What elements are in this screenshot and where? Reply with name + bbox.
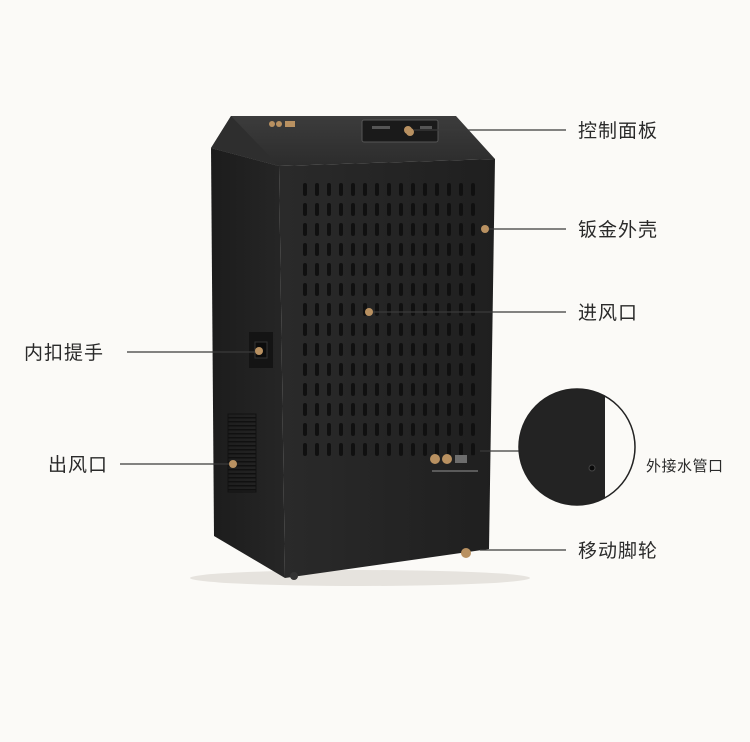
dot-control-panel	[406, 128, 414, 136]
floor-shadow	[190, 570, 530, 586]
top-slope-edge	[211, 116, 279, 166]
callout-lines	[120, 129, 566, 551]
label-inner-handle: 内扣提手	[24, 342, 105, 364]
dot-shell	[481, 225, 489, 233]
top-logo	[269, 121, 295, 127]
label-external-water-pipe: 外接水管口	[646, 457, 724, 475]
label-moving-casters: 移动脚轮	[578, 540, 659, 562]
air-outlet-grille	[227, 413, 257, 493]
caster-front-left	[290, 572, 298, 580]
dot-air-inlet	[365, 308, 373, 316]
water-pipe-zoom	[518, 388, 636, 506]
dot-outlet	[229, 460, 237, 468]
label-control-panel: 控制面板	[578, 120, 659, 142]
caster-front-right	[461, 548, 471, 558]
label-sheet-metal-shell: 钣金外壳	[578, 219, 659, 241]
dot-handle	[255, 347, 263, 355]
label-air-outlet: 出风口	[48, 454, 109, 476]
control-indicator	[372, 126, 390, 129]
control-indicator-2	[420, 126, 432, 129]
label-air-inlet: 进风口	[578, 302, 639, 324]
control-panel-display	[361, 119, 439, 143]
perforated-grille	[302, 179, 482, 462]
front-logo	[430, 454, 478, 472]
side-panel	[211, 148, 285, 578]
